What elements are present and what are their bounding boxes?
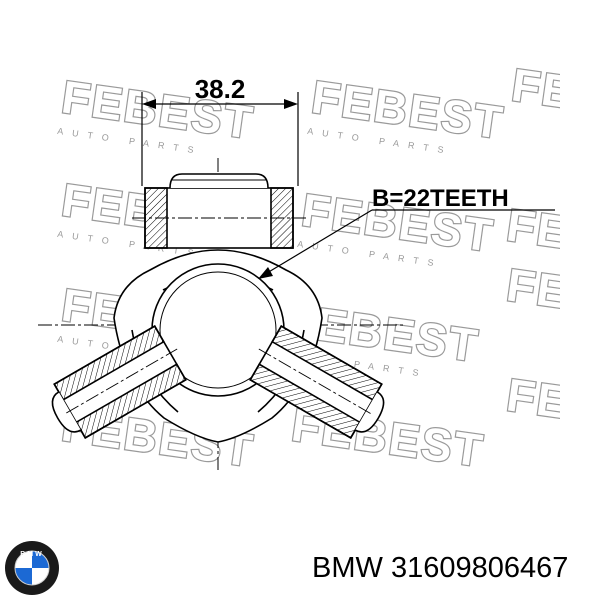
part-caption: BMW 31609806467 bbox=[312, 552, 568, 585]
bmw-logo: BMW bbox=[5, 541, 59, 595]
left-roller bbox=[51, 325, 187, 439]
tripod-hub bbox=[113, 249, 323, 443]
bmw-logo-letters: BMW bbox=[20, 551, 44, 558]
watermark-tile: FEBEST AUTO PARTS bbox=[307, 69, 509, 156]
spline-spec-label: B=22TEETH bbox=[372, 185, 509, 212]
spec-leader bbox=[258, 209, 555, 279]
top-roller bbox=[132, 173, 306, 249]
caption-part-number: 31609806467 bbox=[390, 552, 569, 584]
watermark-tile: FEBEST bbox=[502, 367, 600, 448]
watermark-tile: FEBEST bbox=[507, 58, 600, 138]
watermark-tile: FEBEST bbox=[502, 257, 600, 338]
watermark-brand: FEBEST bbox=[504, 368, 600, 446]
right-roller bbox=[249, 325, 385, 439]
dimension-label: 38.2 bbox=[195, 74, 246, 104]
caption-brand: BMW bbox=[312, 552, 383, 584]
dimension-38-2 bbox=[141, 92, 299, 186]
watermark-brand: FEBEST bbox=[504, 258, 600, 336]
watermark-brand: FEBEST bbox=[509, 58, 600, 136]
